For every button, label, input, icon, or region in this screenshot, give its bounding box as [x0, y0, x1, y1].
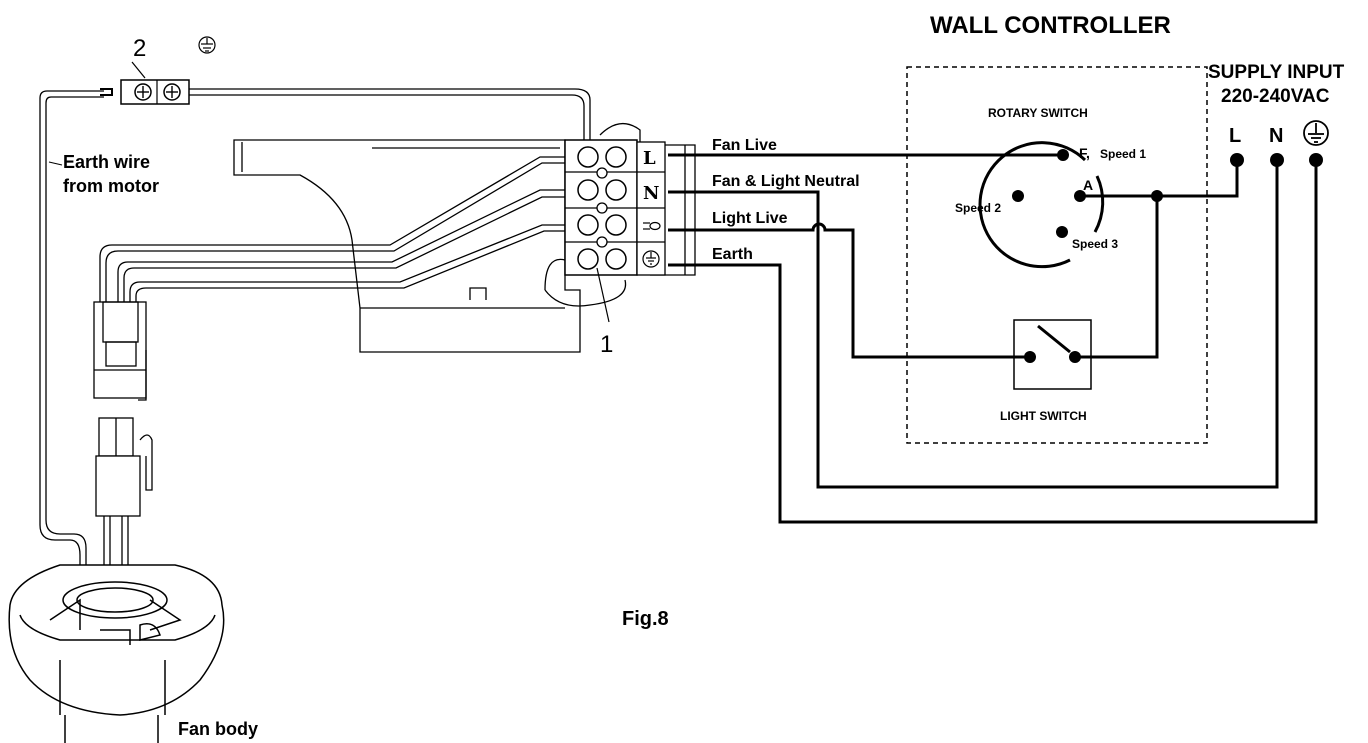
light-switch-lever [1037, 324, 1071, 354]
terminal-earth-icon [642, 250, 660, 268]
rotary-speed2-label: Speed 2 [955, 201, 1001, 215]
callout-2-leader [131, 61, 146, 79]
plug-upper [93, 301, 147, 401]
wall-controller-box [906, 66, 1208, 444]
supply-input-title: SUPPLY INPUT [1208, 62, 1345, 83]
earth-wire-label-line1: Earth wire [63, 152, 150, 172]
lamp-icon [643, 221, 661, 231]
rotary-switch-ring-right [1093, 175, 1105, 233]
rotary-f-label: F, [1079, 145, 1090, 161]
fan-live-label: Fan Live [712, 137, 777, 154]
supply-earth-icon [1303, 120, 1329, 146]
rotary-speed3-label: Speed 3 [1072, 237, 1118, 251]
terminal-n-label: N [643, 183, 659, 204]
earth-wire-loop [39, 88, 591, 580]
callout-2-label: 2 [133, 35, 146, 62]
neutral-wire [668, 160, 1279, 489]
callout-1-label: 1 [600, 331, 613, 358]
earth-wire [668, 160, 1318, 524]
rotary-terminal-speed2 [1012, 190, 1024, 202]
light-switch-live-wire [1075, 196, 1159, 359]
earth-wire-label-line2: from motor [63, 176, 159, 196]
supply-l-label: L [1229, 125, 1241, 147]
fan-light-neutral-label: Fan & Light Neutral [712, 173, 860, 190]
rotary-speed1-label: Speed 1 [1100, 147, 1146, 161]
canopy-bracket [233, 123, 696, 353]
earth-label: Earth [712, 246, 753, 263]
earth-wire-label-leader [48, 161, 63, 166]
figure-label: Fig.8 [622, 608, 669, 630]
light-switch-box [1013, 319, 1092, 390]
switched-live-wire [1080, 160, 1239, 198]
rotary-switch-title: ROTARY SWITCH [988, 106, 1088, 120]
rotary-switch-ring [978, 141, 1087, 269]
motor-wire-bundle [99, 156, 565, 302]
light-live-wire [668, 222, 1030, 359]
fan-body-label: Fan body [178, 719, 258, 739]
plug-lower [95, 417, 153, 600]
callout-1-leader [596, 267, 610, 323]
wall-controller-title: WALL CONTROLLER [930, 12, 1171, 39]
earth-symbol-icon [198, 36, 216, 54]
light-switch-title: LIGHT SWITCH [1000, 409, 1087, 423]
supply-voltage-label: 220-240VAC [1221, 86, 1330, 107]
fan-motor-housing [8, 564, 225, 743]
supply-n-label: N [1269, 125, 1283, 147]
terminal-l-label: L [643, 148, 656, 169]
rotary-terminal-speed3 [1056, 226, 1068, 238]
earth-connector [120, 79, 190, 105]
light-live-label: Light Live [712, 210, 788, 227]
rotary-a-label: A [1083, 177, 1093, 193]
